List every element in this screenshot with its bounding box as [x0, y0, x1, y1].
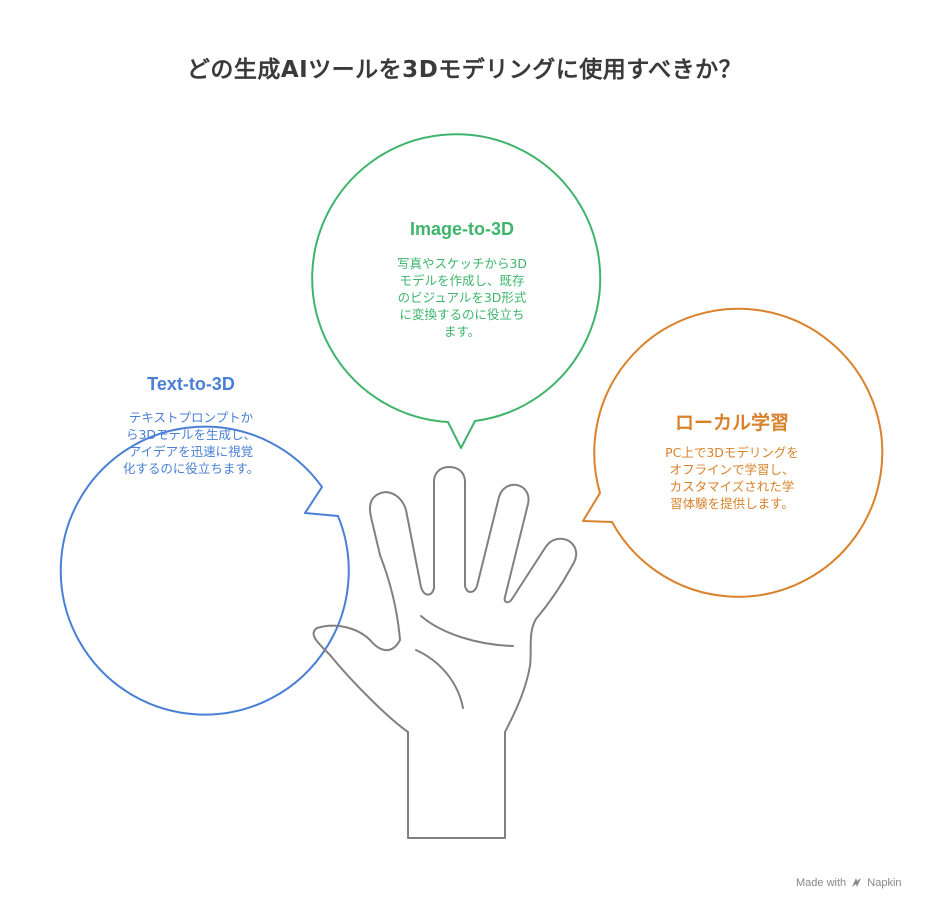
description-line: のビジュアルを3D形式 — [397, 290, 527, 305]
image-to-3d-title: Image-to-3D — [409, 219, 514, 239]
text-to-3d-description: テキストプロンプトか ら3Dモデルを生成し、 アイデアを迅速に視覚 化するのに役… — [91, 409, 291, 477]
description-line: モデルを作成し、既存 — [399, 273, 525, 288]
hand-illustration — [312, 466, 578, 839]
napkin-logo-icon — [852, 878, 862, 887]
description-line: PC上で3Dモデリングを — [665, 445, 799, 460]
text-to-3d-bubble — [59, 425, 350, 716]
image-to-3d-description: 写真やスケッチから3D モデルを作成し、既存 のビジュアルを3D形式 に変換する… — [362, 255, 562, 340]
hand-outline — [312, 466, 578, 839]
made-with-napkin-watermark: Made with Napkin — [796, 877, 902, 889]
local-learning-description: PC上で3Dモデリングを オフラインで学習し、 カスタマイズされた学 習体験を提… — [632, 444, 832, 512]
description-line: オフラインで学習し、 — [669, 462, 795, 477]
description-line: 写真やスケッチから3D — [396, 256, 528, 271]
description-line: 化するのに役立ちます。 — [122, 461, 260, 476]
local-learning-bubble — [582, 307, 884, 598]
description-line: ます。 — [443, 324, 481, 339]
description-line: カスタマイズされた学 — [669, 479, 795, 494]
description-line: アイデアを迅速に視覚 — [128, 444, 254, 459]
description-line: ら3Dモデルを生成し、 — [125, 427, 257, 442]
description-line: 習体験を提供します。 — [670, 496, 794, 511]
description-line: テキストプロンプトか — [128, 410, 254, 425]
local-learning-title: ローカル学習 — [674, 413, 789, 434]
text-to-3d-title: Text-to-3D — [147, 374, 235, 394]
footer-prefix: Made with — [796, 877, 847, 889]
footer-brand: Napkin — [867, 877, 902, 889]
palm-crease-upper — [420, 615, 514, 647]
page-title: どの生成AIツールを3Dモデリングに使用すべきか？ — [186, 57, 743, 83]
description-line: に変換するのに役立ち — [399, 307, 525, 322]
palm-crease-lower — [415, 649, 464, 709]
image-to-3d-bubble — [311, 133, 602, 449]
